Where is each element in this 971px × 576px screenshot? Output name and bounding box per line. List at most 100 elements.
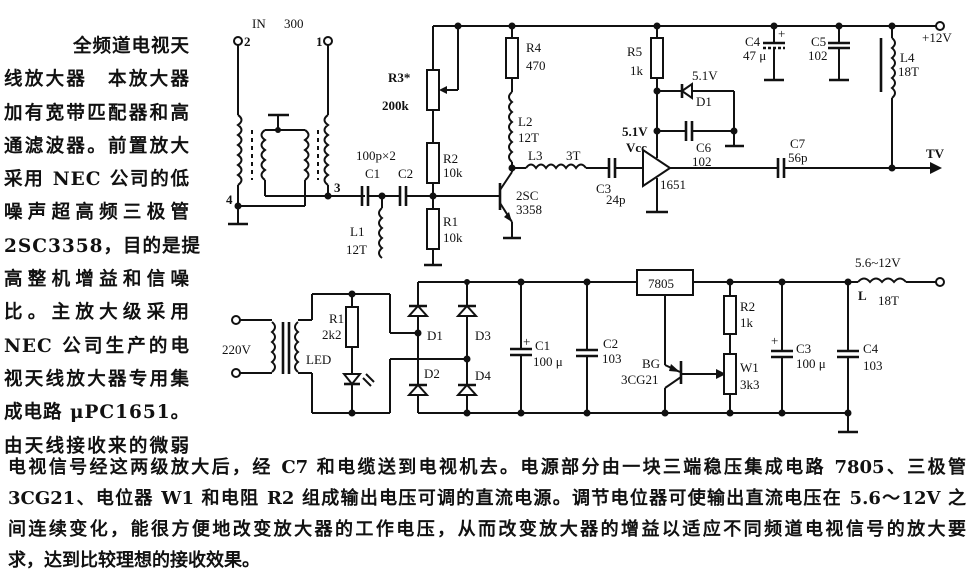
diode-d2 xyxy=(406,383,430,396)
ps-c1-label: C1 xyxy=(535,338,550,353)
text-line: 2SC3358，目的是提 xyxy=(4,235,201,257)
w1-value: 3k3 xyxy=(740,377,760,392)
l2-value: 12T xyxy=(518,130,539,145)
ps-r1-value: 2k2 xyxy=(322,327,342,342)
w1-label: W1 xyxy=(740,360,759,375)
text-line: 比。主放大级采用 xyxy=(4,302,190,324)
ps-r2-label: R2 xyxy=(740,299,755,314)
r1-value: 10k xyxy=(443,230,463,245)
supply-terminal xyxy=(935,21,945,31)
text-line: 线放大器 本放大器 xyxy=(4,69,190,91)
c3-label: C3 xyxy=(596,181,611,196)
transistor-3cg21 xyxy=(664,361,683,389)
output-label: TV xyxy=(926,146,945,161)
ps-c1-value: 100 μ xyxy=(533,354,563,369)
text-line: 求，达到比较理想的接收效果。 xyxy=(8,550,260,571)
text-line: 采用 NEC 公司的低 xyxy=(4,169,190,191)
diode-d4 xyxy=(455,383,479,396)
r3-label: R3* xyxy=(388,70,410,85)
terminal-3-label: 3 xyxy=(334,180,341,195)
terminal-2 xyxy=(233,36,243,46)
c6-value: 102 xyxy=(692,154,712,169)
c1-label: C1 xyxy=(365,166,380,181)
l3-value: 3T xyxy=(566,148,581,163)
ps-c4-label: C4 xyxy=(863,341,879,356)
ps-c1-plus: + xyxy=(523,334,530,349)
r4-label: R4 xyxy=(526,40,542,55)
l4-value: 18T xyxy=(898,64,919,79)
vcc-voltage: 5.1V xyxy=(622,124,648,139)
ps-d2-label: D2 xyxy=(424,366,440,381)
mains-label: 220V xyxy=(222,342,252,357)
text-line: 视天线放大器专用集 xyxy=(4,368,190,390)
input-label: IN xyxy=(252,16,266,31)
side-text: 全频道电视天 线放大器 本放大器 加有宽带匹配器和高 通滤波器。前置放大 采用 … xyxy=(4,30,201,463)
inductor-l-ps xyxy=(857,277,907,284)
ps-c3-value: 100 μ xyxy=(796,356,826,371)
ps-d3-label: D3 xyxy=(475,328,491,343)
r5-label: R5 xyxy=(627,44,642,59)
d1-label: D1 xyxy=(696,94,712,109)
r3-value: 200k xyxy=(382,98,410,113)
ps-c3-plus: + xyxy=(771,333,778,348)
power-supply-circuit: 220V LED R1 2k2 xyxy=(222,255,945,434)
ps-c3-label: C3 xyxy=(796,341,811,356)
c7-label: C7 xyxy=(790,136,806,151)
bg-label: BG xyxy=(642,356,660,371)
c4-value: 47 μ xyxy=(743,48,766,63)
bottom-paragraph: 电视信号经这两级放大后，经 C7 和电缆送到电视机去。电源部分由一块三端稳压集成… xyxy=(8,452,966,576)
ic-upc1651 xyxy=(642,148,672,188)
output-terminal xyxy=(935,277,945,287)
transformer xyxy=(270,321,300,374)
regulator-label: 7805 xyxy=(648,276,674,291)
mains-terminal-2 xyxy=(231,368,241,378)
resistor-r1-ps xyxy=(345,306,359,348)
l1-value: 12T xyxy=(346,242,367,257)
ps-c2-value: 103 xyxy=(602,351,622,366)
diode-d1 xyxy=(406,304,430,317)
led-diode xyxy=(341,373,363,386)
input-impedance: 300 xyxy=(284,16,304,31)
transistor-2sc3358 xyxy=(498,171,513,223)
c1c2-value: 100p×2 xyxy=(356,148,396,163)
text-line: 由天线接收来的微弱 xyxy=(4,435,190,457)
inductor-l2 xyxy=(508,91,514,163)
ps-d4-label: D4 xyxy=(475,368,491,383)
inductor-l3 xyxy=(525,163,587,170)
terminal-1-label: 1 xyxy=(316,34,323,49)
terminal-2-label: 2 xyxy=(244,34,251,49)
c4-plus: + xyxy=(778,26,785,41)
l1-label: L1 xyxy=(350,224,364,239)
resistor-r2 xyxy=(426,142,440,184)
resistor-r4 xyxy=(505,37,519,79)
text-line: NEC 公司生产的电 xyxy=(4,335,190,357)
text-line: 全频道电视天 xyxy=(72,36,190,57)
ps-c2-label: C2 xyxy=(603,336,618,351)
text-line: 电视信号经这两级放大后，经 C7 和电缆送到电视机去。电源部分由一块三端稳压集成… xyxy=(8,457,966,478)
ps-r2-value: 1k xyxy=(740,315,754,330)
l2-label: L2 xyxy=(518,114,532,129)
l3-label: L3 xyxy=(528,148,542,163)
c4-label: C4 xyxy=(745,34,761,49)
inductor-l4 xyxy=(890,37,896,99)
r2-value: 10k xyxy=(443,165,463,180)
potentiometer-r3 xyxy=(426,69,440,111)
ps-r1-label: R1 xyxy=(329,311,344,326)
ps-l-value: 18T xyxy=(878,293,899,308)
l4-label: L4 xyxy=(900,50,915,65)
ps-d1-label: D1 xyxy=(427,328,443,343)
terminal-4-label: 4 xyxy=(226,192,233,207)
vcc-label: Vcc xyxy=(626,140,647,155)
text-line: 3CG21、电位器 W1 和电阻 R2 组成输出电压可调的直流电源。调节电位器可… xyxy=(8,488,966,509)
amplifier-circuit: IN 300 2 1 3 4 xyxy=(226,16,952,267)
text-line: 噪声超高频三极管 xyxy=(4,202,190,224)
balun-transformer xyxy=(236,113,330,206)
ps-l-label: L xyxy=(858,288,867,303)
c5-value: 102 xyxy=(808,48,828,63)
potentiometer-w1 xyxy=(723,353,737,395)
text-line: 加有宽带匹配器和高 xyxy=(4,102,190,124)
bg-value: 3CG21 xyxy=(621,372,659,387)
d1-value: 5.1V xyxy=(692,68,718,83)
resistor-r5 xyxy=(650,37,664,79)
r2-label: R2 xyxy=(443,151,458,166)
